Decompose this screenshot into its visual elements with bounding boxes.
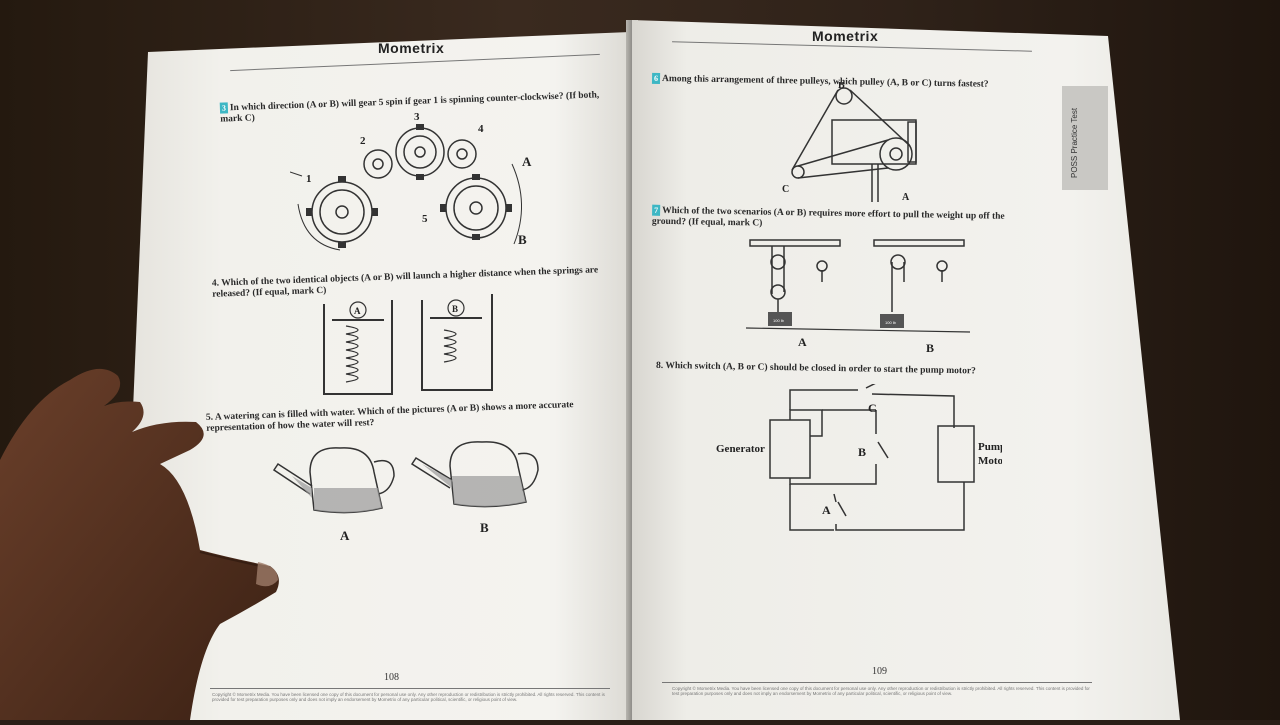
header-rule (230, 53, 600, 72)
question-text: Which of the two scenarios (A or B) requ… (651, 205, 1005, 229)
switch-label-c: C (868, 401, 877, 415)
pulley-label-b: B (838, 82, 845, 91)
question-number: 4. (211, 278, 220, 289)
footer-rule (662, 682, 1092, 683)
pulley-label-a: A (902, 192, 910, 202)
can-label-b: B (480, 520, 489, 535)
spring-diagram: A B (318, 290, 498, 400)
motor-label: Motor (978, 455, 1002, 467)
can-label-a: A (340, 528, 350, 543)
question-number: 3 (219, 102, 229, 114)
gear-diagram: 1 2 3 4 5 A B (290, 104, 550, 254)
weight-label-a: 100 lb (773, 318, 785, 323)
weight-label-b: 100 lb (885, 320, 897, 325)
brand-logo: Mometrix (812, 28, 879, 44)
gear-label-2: 2 (360, 135, 366, 147)
gear-label-1: 1 (306, 173, 312, 185)
object-label-b: B (452, 304, 458, 314)
direction-label-b: B (518, 232, 527, 247)
pump-label: Pump (978, 441, 1002, 453)
brand-logo: Mometrix (378, 40, 445, 56)
weight-pulley-diagram: 100 lb 100 lb A B (742, 232, 974, 362)
pulley-label-c: C (782, 184, 789, 195)
footer-rule (210, 688, 610, 689)
copyright-footer-left: Copyright © Mometrix Media. You have bee… (212, 692, 605, 702)
circuit-diagram: Generator Pump Motor A B C (712, 384, 1002, 544)
scenario-label-a: A (798, 335, 807, 349)
switch-label-b: B (858, 445, 866, 459)
watering-can-diagram: A B (270, 436, 550, 546)
gear-label-4: 4 (478, 123, 484, 135)
side-tab-label: POSS Practice Test (1070, 107, 1079, 178)
page-number-right: 109 (872, 666, 887, 677)
page-number-left: 108 (384, 672, 399, 683)
gear-label-5: 5 (422, 213, 428, 225)
pulley-diagram: B C A (778, 82, 928, 202)
gear-label-3: 3 (414, 111, 420, 123)
question-number: 7 (652, 204, 661, 216)
question-number: 6 (651, 72, 661, 84)
copyright-footer-right: Copyright © Mometrix Media. You have bee… (672, 686, 1090, 696)
scenario-label-b: B (926, 341, 934, 355)
switch-label-a: A (822, 503, 831, 517)
question-text: Which switch (A, B or C) should be close… (665, 361, 976, 377)
direction-label-a: A (522, 154, 532, 169)
question-number: 8. (655, 360, 664, 371)
object-label-a: A (354, 306, 361, 316)
generator-label: Generator (716, 443, 765, 455)
side-tab: POSS Practice Test (1062, 86, 1108, 190)
question-8: 8. Which switch (A, B or C) should be cl… (656, 361, 1016, 378)
hand (0, 340, 300, 725)
